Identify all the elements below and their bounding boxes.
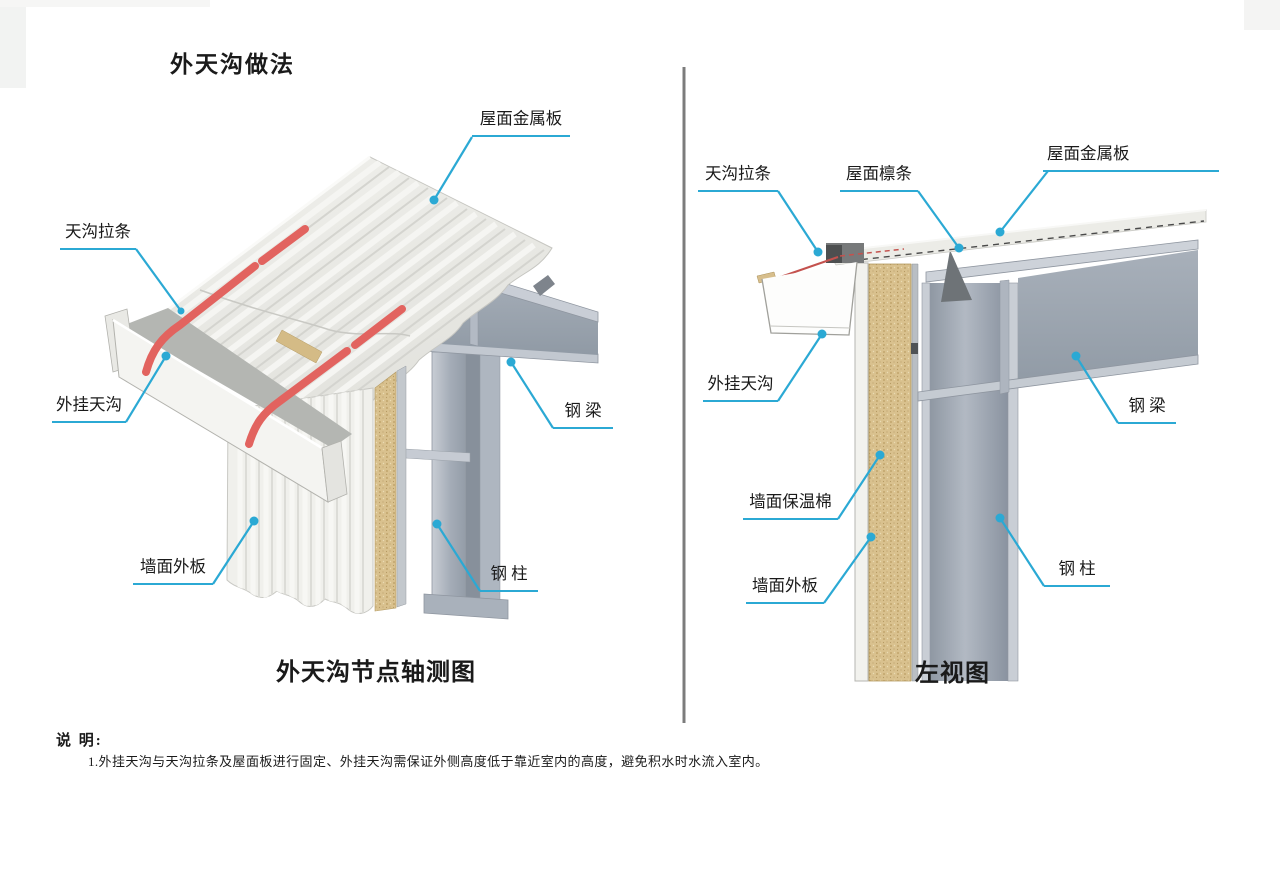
side-steel-beam: [917, 239, 1199, 402]
side-wall-outer-panel: [854, 262, 869, 682]
notes-heading: 说 明:: [56, 733, 103, 749]
side-external-gutter: [761, 261, 858, 336]
side-view-caption: 左视图: [915, 661, 990, 687]
side-label-wall-insulation: 墙面保温棉: [743, 491, 838, 520]
page-title: 外天沟做法: [170, 52, 295, 77]
side-label-steel-column: 钢 柱: [1044, 558, 1110, 587]
axon-gutter-tie-straps: [142, 225, 406, 448]
side-wall-clip: [911, 343, 918, 354]
axon-wall-liner: [396, 365, 407, 608]
side-view: [756, 170, 1207, 682]
side-wall-insulation: [868, 263, 912, 682]
side-label-roof-purlin: 屋面檩条: [840, 163, 918, 192]
side-roof-panel: [827, 209, 1207, 266]
side-label-external-gutter: 外挂天沟: [703, 373, 778, 402]
side-steel-column: [921, 282, 1019, 682]
notes-item: 1.外挂天沟与天沟拉条及屋面板进行固定、外挂天沟需保证外侧高度低于靠近室内的高度…: [88, 754, 769, 769]
axon-label-external-gutter: 外挂天沟: [52, 394, 126, 423]
axon-leader-lines: [125, 136, 554, 592]
axon-steel-column: [404, 334, 509, 620]
side-roof-purlin: [941, 250, 972, 302]
axon-view: [104, 136, 599, 620]
axon-leader-dots: [161, 195, 516, 529]
side-leader-dots: [813, 227, 1081, 542]
side-wall-liner: [911, 263, 919, 682]
axon-roof-purlin-clip: [533, 275, 555, 296]
axon-roof-insulation-sliver: [275, 329, 323, 364]
side-label-gutter-tie: 天沟拉条: [698, 163, 778, 192]
axon-label-steel-column: 钢 柱: [480, 563, 538, 592]
side-label-wall-outer-panel: 墙面外板: [746, 575, 824, 604]
side-label-roof-panel: 屋面金属板: [1043, 143, 1219, 172]
axon-label-wall-outer-panel: 墙面外板: [133, 556, 213, 585]
axon-gutter-trough: [122, 308, 352, 448]
axon-wall-insulation-core: [374, 371, 397, 612]
axon-external-gutter: [104, 308, 348, 503]
page-edge-tint: [0, 0, 1280, 88]
axon-view-caption: 外天沟节点轴测图: [276, 660, 476, 686]
side-label-steel-beam: 钢 梁: [1118, 395, 1176, 424]
axon-label-steel-beam: 钢 梁: [553, 400, 613, 429]
side-leader-lines: [777, 170, 1119, 604]
axon-label-gutter-tie: 天沟拉条: [60, 221, 136, 250]
axon-label-roof-panel: 屋面金属板: [472, 108, 570, 137]
